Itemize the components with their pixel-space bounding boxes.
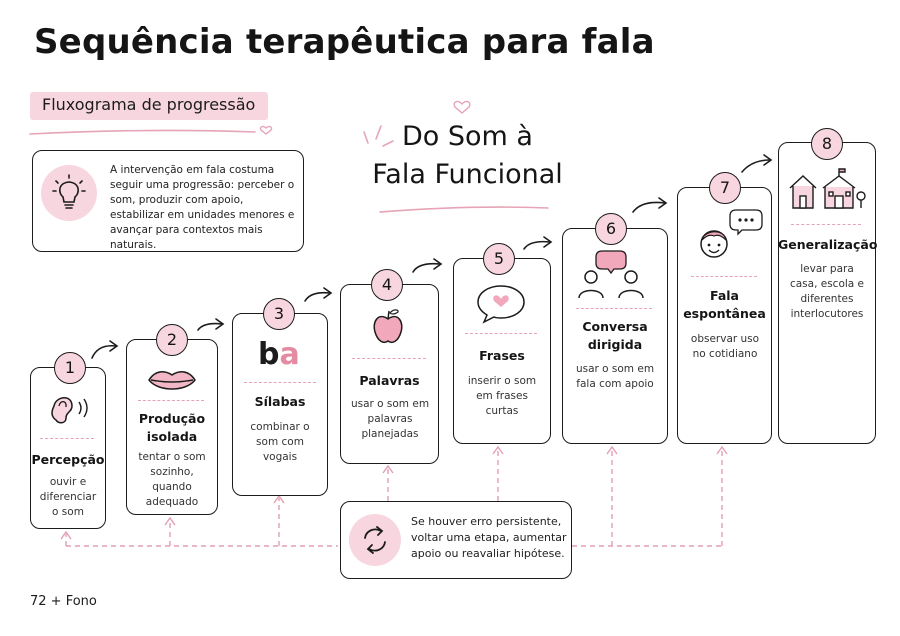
- heart-speech-bubble-icon: [477, 285, 525, 324]
- step-2-card: [126, 339, 218, 515]
- lips-icon: [148, 371, 196, 390]
- step-8-title: Generalização: [778, 237, 878, 252]
- cycle-arrows-icon: [364, 526, 386, 554]
- step-4-card: [340, 284, 439, 464]
- heading-line-2: Fala Funcional: [372, 159, 563, 190]
- step-5-desc: inserir o som em frases curtas: [467, 375, 537, 417]
- step-2-title-line2: isolada: [146, 429, 198, 444]
- step-5-divider: [465, 333, 537, 334]
- step-2-title-line1: Produção: [138, 411, 206, 426]
- step-4-desc: usar o som em palavras planejadas: [350, 398, 430, 440]
- page-footer: 72 + Fono: [30, 594, 97, 609]
- step-1-badge: 1: [54, 352, 86, 384]
- step-3-divider: [244, 382, 316, 383]
- step-1-divider: [40, 438, 94, 439]
- step-3-card: [232, 313, 328, 496]
- step-6-title-line2: dirigida: [587, 337, 643, 352]
- step-6-badge: 6: [595, 213, 627, 245]
- syllable-icon: ba: [258, 338, 300, 372]
- page-subtitle: Fluxograma de progressão: [42, 95, 256, 114]
- step-7-title-line1: Fala: [710, 288, 739, 303]
- step-1-card: [30, 367, 106, 529]
- step-1-title: Percepção: [31, 452, 105, 467]
- loop-icon-bg: [349, 514, 401, 566]
- step-2-divider: [138, 400, 204, 401]
- step-6-desc: usar o som em fala com apoio: [575, 363, 655, 390]
- ear-icon: [51, 397, 88, 424]
- step-3-title: Sílabas: [254, 394, 306, 409]
- step-8-divider: [791, 224, 861, 225]
- step-8-desc: levar para casa, escola e diferentes int…: [789, 263, 865, 320]
- step-6-divider: [576, 308, 652, 309]
- intro-text: A intervenção em fala costuma seguir uma…: [110, 164, 295, 251]
- feedback-loop-text: Se houver erro persistente, voltar uma e…: [411, 515, 567, 560]
- home-school-icon: [789, 168, 866, 209]
- step-2-desc: tentar o som sozinho, quando adequado: [138, 451, 206, 508]
- center-heading: Do Som à Fala Funcional: [360, 118, 575, 194]
- syllable-letter-b: b: [258, 337, 280, 372]
- step-3-badge: 3: [263, 298, 295, 330]
- step-3-desc: combinar o som com vogais: [250, 421, 310, 463]
- step-1-desc: ouvir e diferenciar o som: [39, 476, 97, 518]
- apple-icon: [373, 309, 403, 344]
- syllable-letter-a: a: [279, 337, 300, 372]
- step-7-desc: observar uso no cotidiano: [690, 333, 760, 360]
- step-7-title-line2: espontânea: [683, 306, 766, 321]
- people-conversation-icon: [578, 250, 644, 299]
- lightbulb-icon: [52, 174, 86, 209]
- step-5-badge: 5: [483, 243, 515, 275]
- step-8-badge: 8: [811, 128, 843, 160]
- page-title: Sequência terapêutica para fala: [34, 22, 655, 62]
- step-5-title: Frases: [479, 348, 525, 363]
- step-4-divider: [352, 358, 426, 359]
- subtitle-highlight: [30, 92, 268, 120]
- step-6-title-line1: Conversa: [582, 319, 648, 334]
- step-2-badge: 2: [156, 324, 188, 356]
- step-7-divider: [691, 276, 757, 277]
- child-talking-icon: [700, 209, 763, 258]
- step-4-title: Palavras: [359, 373, 420, 388]
- step-7-badge: 7: [709, 172, 741, 204]
- heading-line-1: Do Som à: [402, 121, 533, 152]
- step-4-badge: 4: [371, 269, 403, 301]
